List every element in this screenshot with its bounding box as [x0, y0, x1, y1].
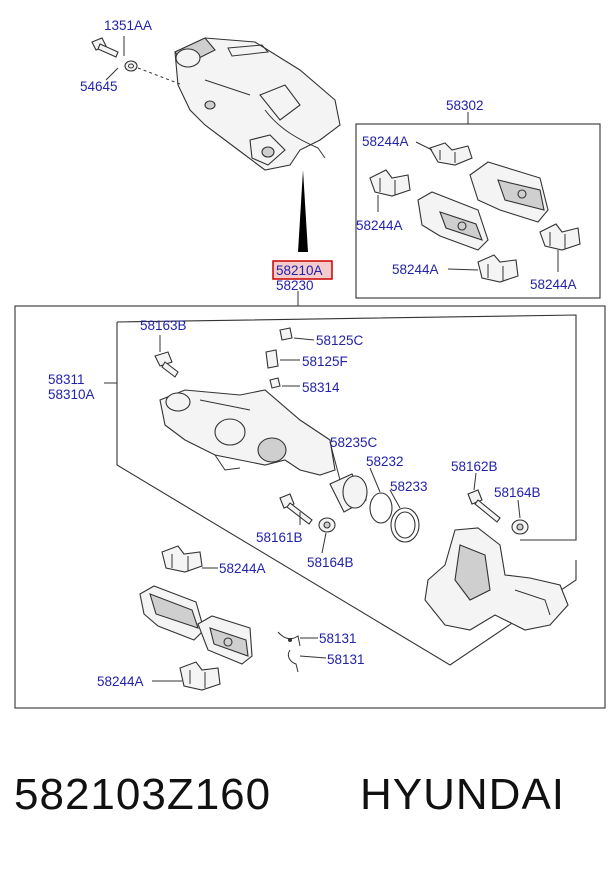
boot-58164b-right-illustration — [511, 519, 529, 535]
bolt-54645-illustration — [91, 37, 119, 58]
bolt-58163b-illustration — [154, 351, 179, 378]
inner-box-sides — [116, 322, 577, 666]
bleeder-58125f — [265, 349, 279, 369]
leader-58244a-3 — [447, 268, 479, 271]
label-58233: 58233 — [390, 479, 428, 494]
piston-58235c-illustration — [329, 473, 368, 513]
inner-box-top — [116, 314, 577, 541]
label-1351aa: 1351AA — [104, 18, 152, 33]
leader-58235c — [329, 441, 341, 481]
label-58131-2: 58131 — [327, 652, 365, 667]
pin-58162b-illustration — [467, 489, 501, 523]
label-58235c: 58235C — [330, 435, 378, 450]
leader-58164b-right — [517, 499, 521, 519]
label-58131-1: 58131 — [319, 631, 357, 646]
lower-pad-illustrations — [139, 545, 253, 691]
label-58314: 58314 — [302, 380, 340, 395]
label-58232: 58232 — [366, 454, 404, 469]
highlight-box-58210a — [272, 260, 333, 280]
leader-58131-2 — [299, 655, 327, 659]
leader-58232 — [369, 467, 381, 493]
pad-kit-box — [355, 123, 601, 299]
leader-58244a-1 — [415, 141, 433, 151]
plug-58314 — [269, 377, 281, 389]
footer: 582103Z160 HYUNDAI — [0, 770, 612, 840]
label-58302: 58302 — [446, 98, 484, 113]
seal-58232-illustration — [369, 492, 393, 524]
cap-58125c — [279, 327, 293, 341]
label-58125f: 58125F — [302, 354, 348, 369]
label-58244a-4: 58244A — [530, 277, 577, 292]
caliper-housing-illustration — [159, 389, 336, 476]
boot-58164b-left-illustration — [318, 517, 336, 533]
leader-54645 — [105, 67, 119, 81]
brand-name: HYUNDAI — [360, 770, 566, 819]
label-58310a: 58310A — [48, 387, 95, 402]
label-54645: 54645 — [80, 79, 118, 94]
main-assembly-box — [14, 305, 606, 709]
label-58162b: 58162B — [451, 459, 498, 474]
label-58164b-right: 58164B — [494, 485, 541, 500]
label-58244a-1: 58244A — [362, 134, 409, 149]
label-58163b: 58163B — [140, 318, 187, 333]
label-58125c: 58125C — [316, 333, 364, 348]
caliper-assembly-illustration — [174, 37, 341, 171]
washer-1351aa-illustration — [124, 60, 138, 72]
pad-kit-illustrations — [369, 142, 581, 283]
label-58244a-6: 58244A — [97, 674, 144, 689]
part-number: 582103Z160 — [14, 770, 272, 819]
carrier-bracket-illustration — [424, 527, 569, 631]
label-58244a-5: 58244A — [219, 561, 266, 576]
label-58230: 58230 — [276, 278, 314, 293]
label-58311: 58311 — [48, 372, 85, 387]
label-58244a-2: 58244A — [356, 218, 403, 233]
label-58210a: 58210A — [276, 263, 323, 278]
pointer-arrow — [298, 170, 308, 252]
bolt-dash-line — [137, 67, 181, 85]
spring-58131-illustration — [277, 631, 301, 673]
leader-58233 — [389, 489, 401, 509]
boot-58233-illustration — [390, 507, 420, 543]
leader-58125c — [293, 337, 315, 341]
label-58164b-left: 58164B — [307, 555, 354, 570]
leader-58164b-left — [321, 532, 327, 554]
label-58161b: 58161B — [256, 530, 303, 545]
pin-58161b-illustration — [279, 493, 313, 525]
label-58244a-3: 58244A — [392, 262, 439, 277]
leader-58162b — [473, 472, 477, 491]
